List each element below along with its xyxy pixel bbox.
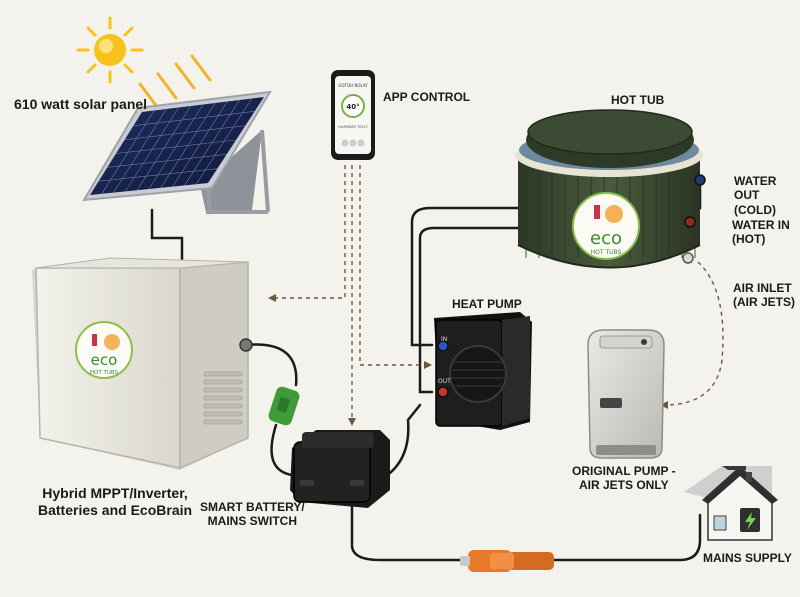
- panel-cell-line: [124, 125, 246, 140]
- air-inlet-label-line1: AIR INLET: [733, 281, 792, 295]
- svg-text:OUT: OUT: [438, 378, 451, 385]
- heatpump-to-waterout-pipe: [410, 178, 702, 347]
- panel-cell-line: [107, 154, 227, 168]
- vent-slot: [203, 387, 243, 393]
- smart-switch-box: [290, 430, 390, 508]
- original-pump-label: ORIGINAL PUMP - AIR JETS ONLY: [572, 464, 676, 493]
- air-inlet-port-icon: [682, 252, 694, 264]
- smart-switch-label-line1: SMART BATTERY/: [200, 500, 305, 514]
- hybrid-inverter-label: Hybrid MPPT/Inverter, Batteries and EcoB…: [38, 485, 192, 519]
- link-arrowheads: [268, 294, 668, 426]
- hybrid-inverter-label-line1: Hybrid MPPT/Inverter,: [42, 485, 188, 501]
- air-inlet-label: AIR INLET (AIR JETS): [733, 281, 795, 310]
- green-plug-icon: [268, 386, 300, 426]
- svg-text:HARMNEE TEELF: HARMNEE TEELF: [338, 125, 367, 129]
- orange-plug-icon: [460, 550, 554, 572]
- vent-slot: [203, 395, 243, 401]
- vent-slot: [203, 411, 243, 417]
- inverter-output-port-icon: [239, 338, 253, 352]
- lightning-icon: [745, 512, 756, 530]
- svg-text:IN: IN: [441, 336, 447, 343]
- vent-slot: [203, 379, 243, 385]
- tub-ports: [682, 174, 706, 264]
- heatpump-to-waterin-pipe: [418, 220, 692, 394]
- app-to-inverter-link: [270, 165, 346, 299]
- water-in-label-line1: WATER IN: [732, 218, 790, 232]
- control-links: [270, 165, 724, 420]
- hybrid-inverter-label-line2: Batteries and EcoBrain: [38, 501, 193, 518]
- svg-text:eco: eco: [590, 228, 622, 249]
- sunray-arrows-icon: [138, 54, 212, 110]
- green-plug-to-switch-cable: [270, 423, 294, 477]
- smart-switch-label-line2: MAINS SWITCH: [207, 514, 297, 529]
- panel-cell-line: [115, 139, 237, 154]
- water-in-port-icon: [684, 216, 696, 228]
- mains-supply-label: MAINS SUPPLY: [703, 551, 792, 565]
- hot-tub-logo: eco HOT TUBS: [572, 192, 640, 260]
- orange-plug-to-mains-cable: [550, 513, 702, 562]
- inverter-box: [32, 257, 253, 470]
- water-out-label-line2: (COLD): [734, 202, 776, 217]
- sun-icon: [76, 16, 144, 84]
- app-to-heatpump-link: [359, 165, 428, 366]
- vent-slot: [203, 419, 243, 425]
- solar-panel: [82, 90, 272, 215]
- hot-tub-label: HOT TUB: [611, 93, 665, 107]
- inverter-to-green-plug-cable: [244, 343, 298, 387]
- phone-app: GOTOH NOLAY 40° HARMNEE TEELF: [331, 70, 375, 160]
- water-out-port-icon: [694, 174, 706, 186]
- vent-slot: [203, 403, 243, 409]
- air-inlet-to-pump-link: [663, 261, 724, 406]
- water-in-label-line2: (HOT): [732, 232, 766, 247]
- original-air-pump: [587, 329, 665, 459]
- solar-panel-label: 610 watt solar panel: [14, 96, 148, 112]
- heat-pump-in-port-icon: [437, 340, 449, 352]
- panel-cell-line: [133, 111, 255, 127]
- heat-pump-label: HEAT PUMP: [452, 297, 522, 311]
- original-pump-label-line2: AIR JETS ONLY: [579, 478, 669, 493]
- switch-to-orange-plug-cable: [350, 493, 472, 562]
- smart-switch-label: SMART BATTERY/ MAINS SWITCH: [200, 500, 305, 529]
- inverter-logo: eco HOT TUBS: [75, 321, 133, 379]
- svg-text:40°: 40°: [346, 103, 359, 111]
- svg-text:HOT TUBS: HOT TUBS: [591, 249, 622, 256]
- water-out-label-line1: WATER OUT: [734, 174, 777, 203]
- house-icon: [684, 466, 778, 541]
- water-in-label: WATER IN (HOT): [732, 218, 790, 247]
- vent-slot: [203, 371, 243, 377]
- air-inlet-label-line2: (AIR JETS): [733, 295, 796, 310]
- solar-to-inverter-cable: [150, 208, 184, 264]
- panel-cell-line: [98, 168, 218, 182]
- svg-text:eco: eco: [91, 351, 118, 369]
- app-control-label: APP CONTROL: [383, 90, 471, 104]
- svg-text:GOTOH NOLAY: GOTOH NOLAY: [338, 83, 368, 88]
- heat-pump-out-port-icon: [437, 386, 449, 398]
- heat-pump: IN OUT: [434, 312, 532, 430]
- water-out-label: WATER OUT (COLD): [734, 174, 800, 217]
- svg-text:HOT TUBS: HOT TUBS: [90, 370, 119, 376]
- original-pump-label-line1: ORIGINAL PUMP -: [572, 464, 676, 478]
